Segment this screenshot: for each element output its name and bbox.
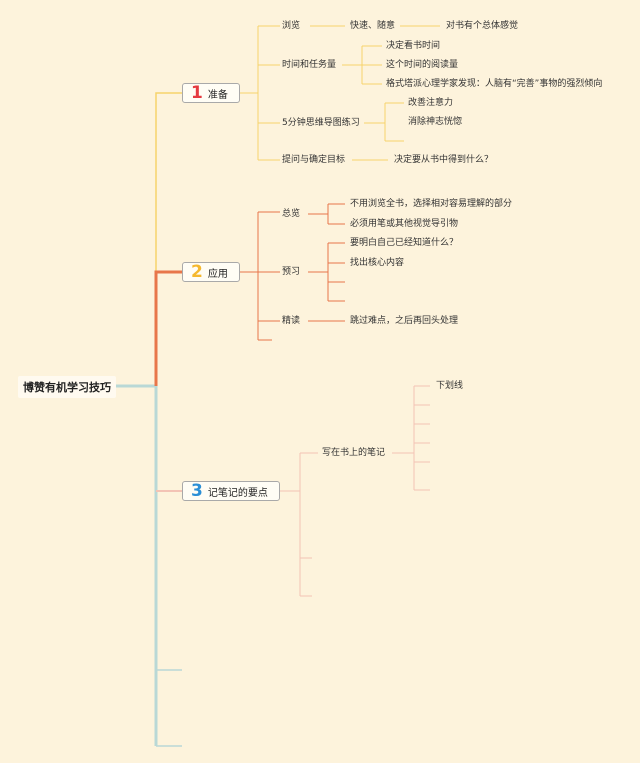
section-1-node[interactable]: 1 准备 <box>182 83 240 103</box>
subtopic-decide-time[interactable]: 决定看书时间 <box>386 41 441 51</box>
subtopic-gestalt[interactable]: 格式塔派心理学家发现：人脑有“完善”事物的强烈倾向 <box>386 79 603 89</box>
root-node[interactable]: 博赞有机学习技巧 <box>18 376 116 398</box>
subtopic-visual-guide[interactable]: 必须用笔或其他视觉导引物 <box>350 219 459 229</box>
section-2-number: 2 <box>191 262 203 282</box>
subtopic-attention[interactable]: 改善注意力 <box>408 98 454 108</box>
subtopic-what-to-get[interactable]: 决定要从书中得到什么？ <box>394 155 494 165</box>
section-3-number: 3 <box>191 481 203 501</box>
branch-1-line <box>155 92 182 386</box>
topic-time-and-workload[interactable]: 时间和任务量 <box>282 60 337 70</box>
subtopic-quick-casual[interactable]: 快速、随意 <box>350 21 396 31</box>
topic-questions-goals[interactable]: 提问与确定目标 <box>282 155 346 165</box>
section-2-node[interactable]: 2 应用 <box>182 262 240 282</box>
subtopic-absentminded[interactable]: 消除神志恍惚 <box>408 117 463 127</box>
topic-overview[interactable]: 总览 <box>282 209 301 219</box>
subtopic-overall-feel[interactable]: 对书有个总体感觉 <box>446 21 519 31</box>
section-2-label: 应用 <box>207 268 228 280</box>
topic-preview[interactable]: 预习 <box>282 267 301 277</box>
subtopic-underline[interactable]: 下划线 <box>436 381 464 391</box>
subtopic-what-you-know[interactable]: 要明白自己已经知道什么？ <box>350 238 459 248</box>
section-1-label: 准备 <box>207 89 228 101</box>
topic-browse[interactable]: 浏览 <box>282 21 301 31</box>
branch-2-line <box>154 270 182 386</box>
topic-5min-mindmap[interactable]: 5分钟思维导图练习 <box>282 118 360 128</box>
section-1-number: 1 <box>191 83 203 103</box>
subtopic-skip-difficult[interactable]: 跳过难点，之后再回头处理 <box>350 316 459 326</box>
section-3-node[interactable]: 3 记笔记的要点 <box>182 481 280 501</box>
subtopic-easy-parts[interactable]: 不用浏览全书，选择相对容易理解的部分 <box>350 199 513 209</box>
section-3-label: 记笔记的要点 <box>207 487 268 499</box>
subtopic-core-content[interactable]: 找出核心内容 <box>350 258 405 268</box>
topic-close-reading[interactable]: 精读 <box>282 316 301 326</box>
topic-notes-in-book[interactable]: 写在书上的笔记 <box>322 448 386 458</box>
subtopic-reading-amount[interactable]: 这个时间的阅读量 <box>386 60 459 70</box>
